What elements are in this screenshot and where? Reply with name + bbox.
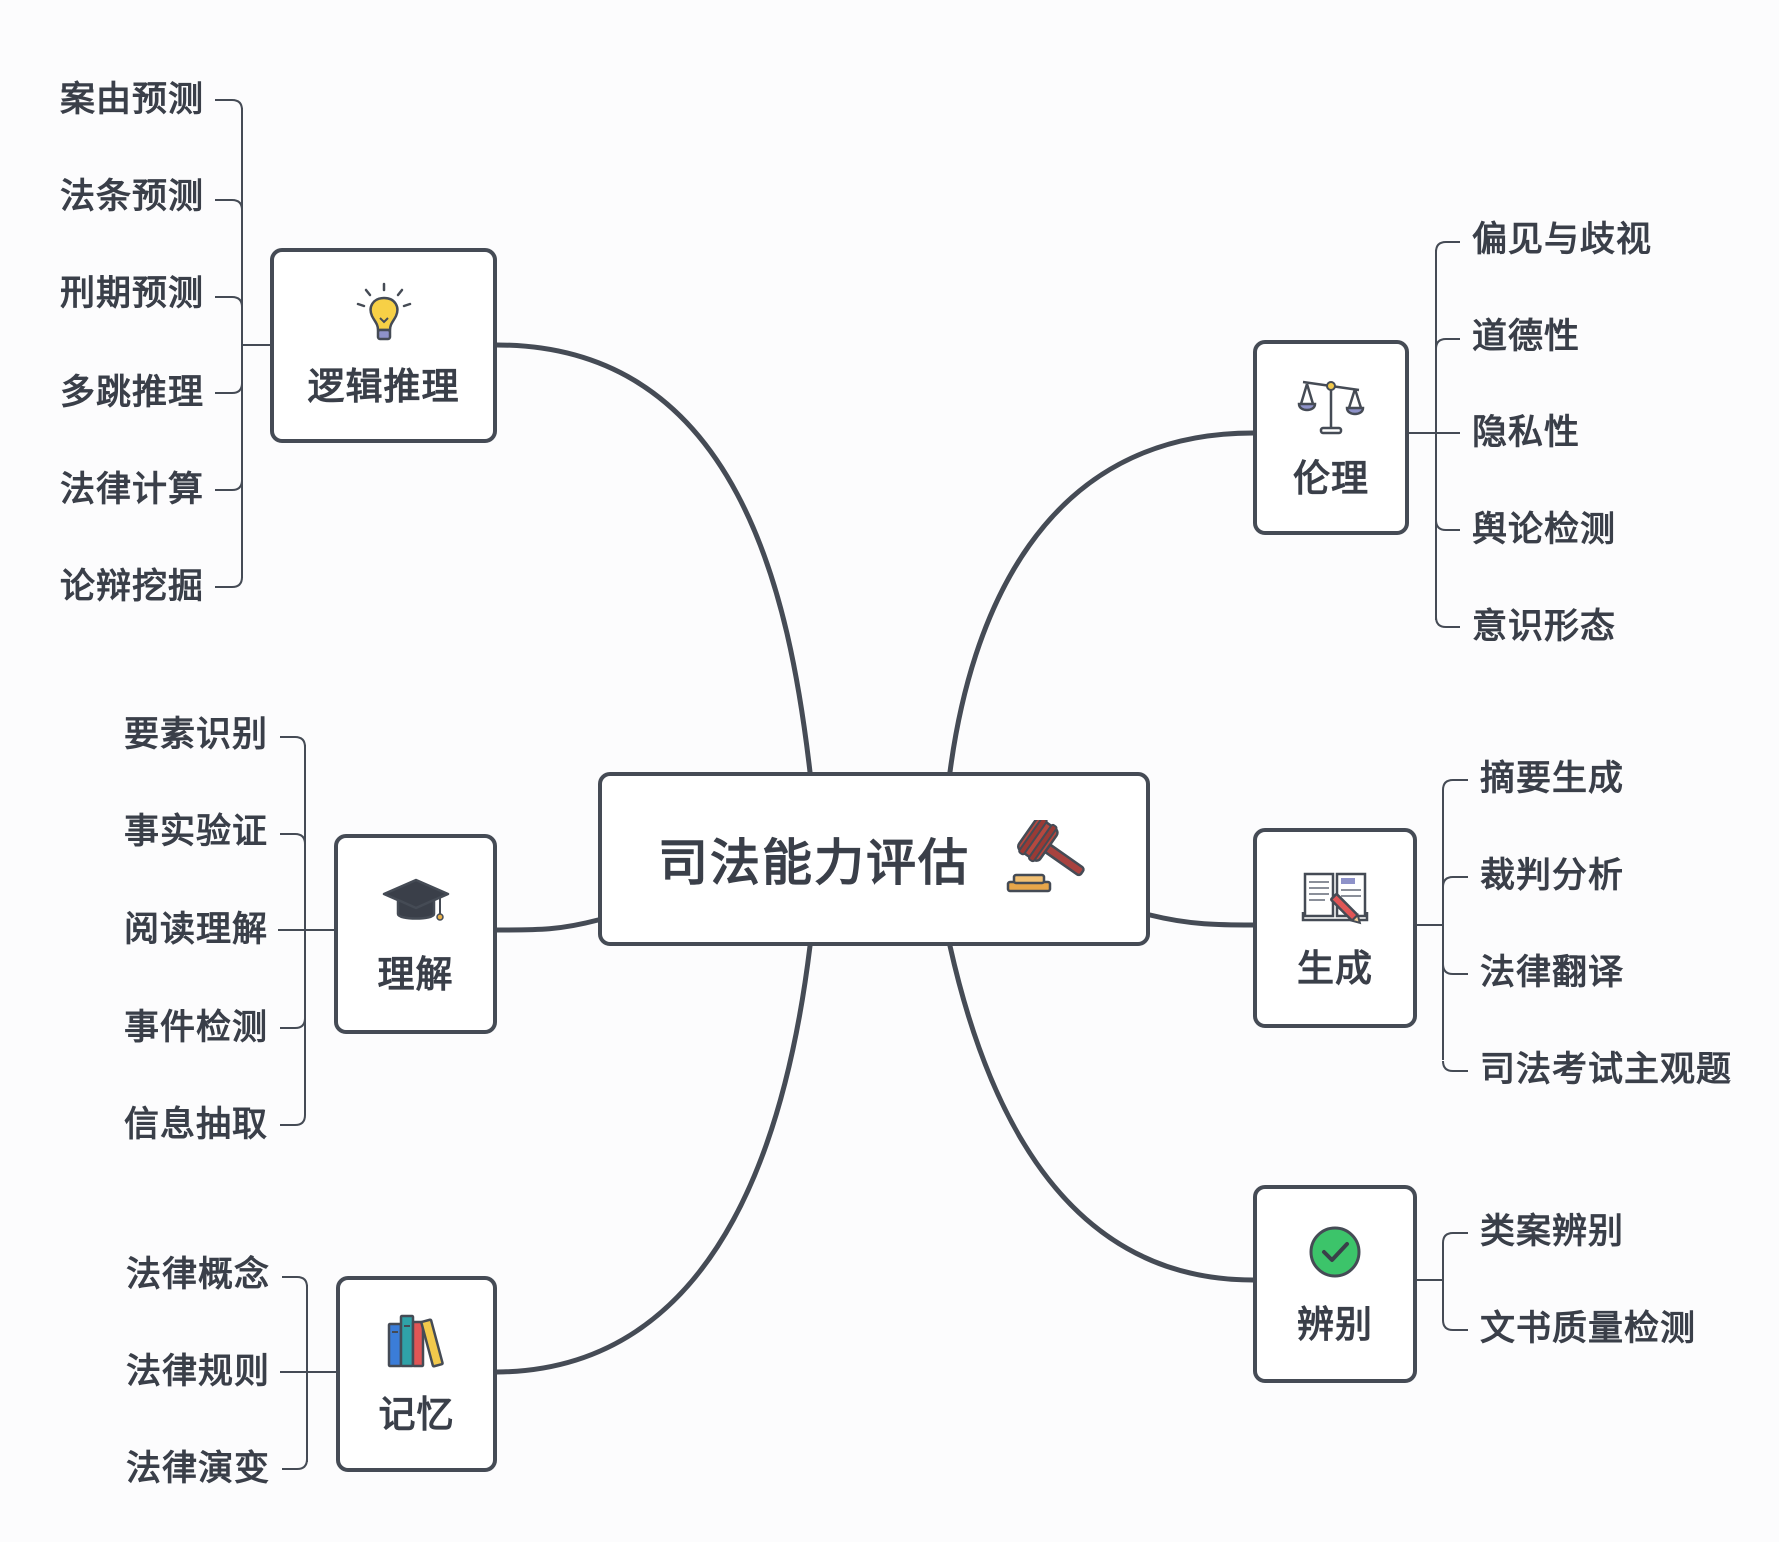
bracket-memory xyxy=(280,1276,336,1470)
leaf-understanding-4[interactable]: 事件检测 xyxy=(124,1008,269,1048)
leaf-generation-3[interactable]: 法律翻译 xyxy=(1480,953,1625,993)
graduation-cap-icon xyxy=(382,878,449,921)
leaf-logic-6[interactable]: 论辩挖掘 xyxy=(60,567,205,607)
leaf-memory-2[interactable]: 法律规则 xyxy=(126,1352,271,1392)
leaf-generation-1[interactable]: 摘要生成 xyxy=(1480,759,1625,799)
branch-node-logic[interactable]: 逻辑推理 xyxy=(270,248,497,443)
branch-node-ethics[interactable]: 伦理 xyxy=(1253,340,1409,535)
bracket-understanding xyxy=(278,736,334,1126)
bracket-generation xyxy=(1417,779,1468,1072)
bracket-discrimination xyxy=(1417,1232,1468,1331)
leaf-ethics-5[interactable]: 意识形态 xyxy=(1472,607,1617,647)
branch-node-generation[interactable]: 生成 xyxy=(1253,828,1417,1028)
leaf-memory-3[interactable]: 法律演变 xyxy=(126,1449,271,1489)
edge-root-logic xyxy=(494,342,813,775)
leaf-understanding-3[interactable]: 阅读理解 xyxy=(124,910,269,950)
edge-root-ethics xyxy=(947,430,1256,775)
books-icon xyxy=(387,1314,444,1368)
branch-label-logic: 逻辑推理 xyxy=(307,364,460,408)
leaf-generation-4[interactable]: 司法考试主观题 xyxy=(1480,1050,1733,1090)
leaf-ethics-4[interactable]: 舆论检测 xyxy=(1472,510,1617,550)
branch-label-discrimination: 辨别 xyxy=(1297,1303,1373,1346)
leaf-ethics-3[interactable]: 隐私性 xyxy=(1472,413,1581,453)
root-node[interactable]: 司法能力评估 xyxy=(598,772,1150,946)
leaf-discrimination-2[interactable]: 文书质量检测 xyxy=(1480,1309,1697,1349)
leaf-understanding-2[interactable]: 事实验证 xyxy=(124,812,269,852)
gavel-icon xyxy=(1006,820,1085,893)
leaf-logic-1[interactable]: 案由预测 xyxy=(60,80,205,120)
leaf-generation-2[interactable]: 裁判分析 xyxy=(1480,856,1625,896)
scales-icon xyxy=(1297,380,1365,434)
leaf-ethics-2[interactable]: 道德性 xyxy=(1472,317,1581,357)
leaf-memory-1[interactable]: 法律概念 xyxy=(126,1255,271,1295)
bracket-logic xyxy=(215,99,270,588)
branch-label-memory: 记忆 xyxy=(378,1393,455,1436)
leaf-logic-2[interactable]: 法条预测 xyxy=(60,177,205,217)
edge-root-discrimination xyxy=(947,943,1256,1283)
leaf-ethics-1[interactable]: 偏见与歧视 xyxy=(1472,220,1653,260)
branch-node-memory[interactable]: 记忆 xyxy=(336,1276,497,1472)
edge-root-generation xyxy=(1147,912,1256,928)
book-pencil-icon xyxy=(1301,872,1369,925)
branch-node-understanding[interactable]: 理解 xyxy=(334,834,497,1034)
leaf-logic-3[interactable]: 刑期预测 xyxy=(60,274,205,314)
branch-label-generation: 生成 xyxy=(1297,947,1373,990)
check-circle-icon xyxy=(1309,1226,1361,1278)
leaf-understanding-1[interactable]: 要素识别 xyxy=(124,715,269,755)
leaf-logic-4[interactable]: 多跳推理 xyxy=(60,373,205,413)
branch-label-understanding: 理解 xyxy=(377,953,454,996)
root-title: 司法能力评估 xyxy=(658,834,970,892)
lightbulb-icon xyxy=(356,282,411,340)
leaf-logic-5[interactable]: 法律计算 xyxy=(60,470,205,510)
bracket-ethics xyxy=(1409,241,1460,628)
branch-label-ethics: 伦理 xyxy=(1293,456,1369,500)
leaf-discrimination-1[interactable]: 类案辨别 xyxy=(1480,1212,1625,1252)
edge-root-understanding xyxy=(494,917,601,933)
leaf-understanding-5[interactable]: 信息抽取 xyxy=(124,1105,269,1145)
edge-root-memory xyxy=(494,943,813,1375)
branch-node-discrimination[interactable]: 辨别 xyxy=(1253,1185,1417,1383)
